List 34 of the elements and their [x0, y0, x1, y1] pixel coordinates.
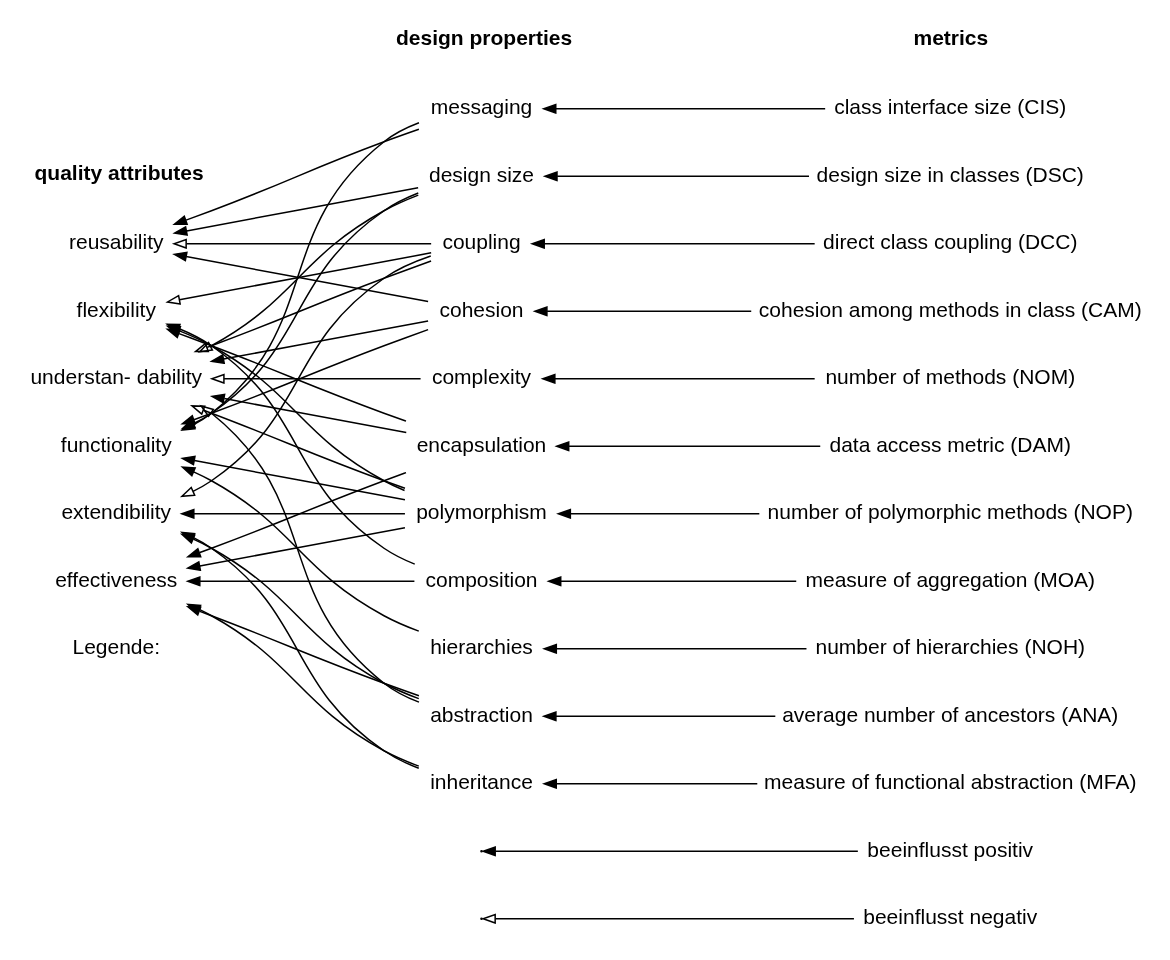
- node-text: polymorphism: [416, 500, 547, 524]
- node-text: inheritance: [430, 770, 533, 794]
- node-text: cohesion: [439, 297, 524, 321]
- node-text: encapsulation: [416, 432, 547, 456]
- node-text: design size: [428, 162, 535, 186]
- node-text: design size in classes (DSC): [816, 162, 1084, 186]
- node-text: average number of ancestors (ANA): [782, 702, 1119, 726]
- node-text: abstraction: [430, 702, 533, 726]
- node-text: measure of functional abstraction (MFA): [764, 770, 1137, 794]
- node-text: functionality: [60, 432, 172, 456]
- node-text: complexity: [431, 365, 532, 389]
- label: metrics: [913, 26, 989, 50]
- node-text: class interface size (CIS): [834, 95, 1067, 119]
- node-text: understan- dability: [30, 365, 203, 389]
- node-text: number of methods (NOM): [825, 365, 1076, 389]
- label: Legende:: [72, 635, 161, 659]
- node-text: coupling: [442, 230, 521, 254]
- node-text: number of polymorphic methods (NOP): [767, 500, 1133, 524]
- node-text: hierarchies: [430, 635, 533, 659]
- legend-label: beeinflusst negativ: [863, 905, 1038, 929]
- node-text: flexibility: [76, 297, 156, 321]
- node-text: messaging: [430, 95, 533, 119]
- node-text: extendibility: [61, 500, 172, 524]
- label: design properties: [396, 26, 573, 50]
- node-text: data access metric (DAM): [829, 432, 1072, 456]
- node-text: effectiveness: [55, 567, 178, 591]
- node-text: direct class coupling (DCC): [823, 230, 1078, 254]
- node-text: measure of aggregation (MOA): [805, 567, 1095, 591]
- node-text: composition: [425, 567, 538, 591]
- node-text: reusability: [68, 230, 164, 254]
- node-text: number of hierarchies (NOH): [815, 635, 1086, 659]
- label: quality attributes: [34, 161, 204, 185]
- legend-label: beeinflusst positiv: [867, 837, 1034, 861]
- node-text: cohesion among methods in class (CAM): [758, 297, 1142, 321]
